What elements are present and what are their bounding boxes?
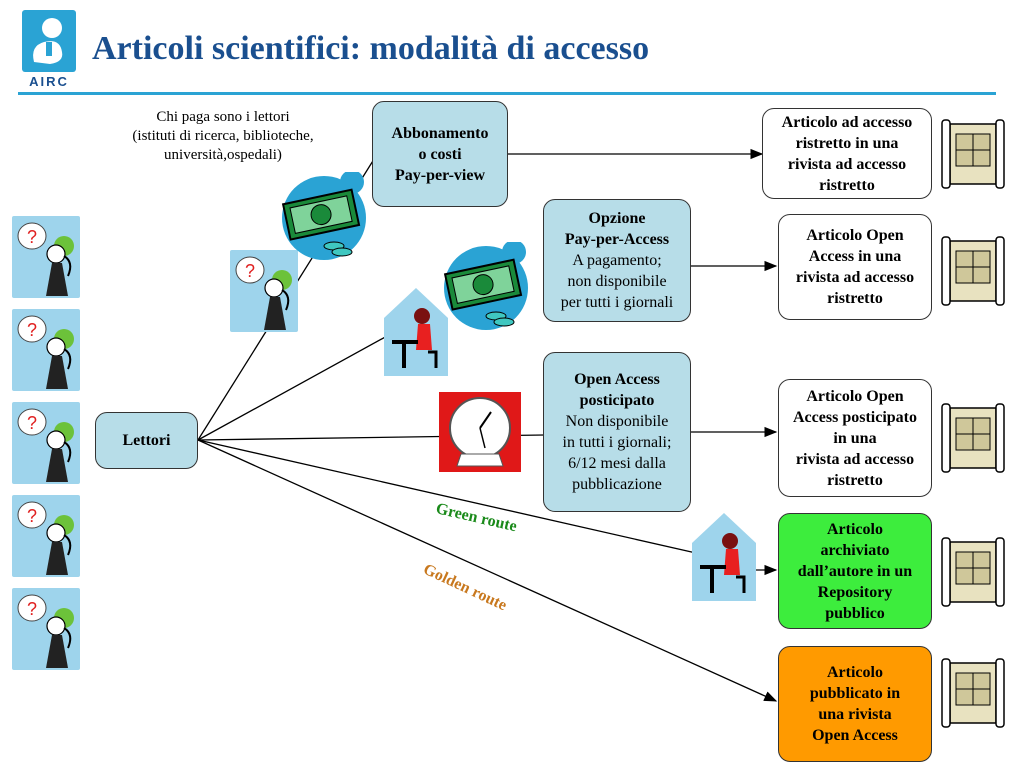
clock-icon [439, 392, 521, 472]
thinking-person-icon: ? [12, 588, 80, 670]
house-person-icon [692, 513, 756, 601]
oaj-line-4: Open Access [812, 727, 898, 744]
title-divider [18, 92, 996, 95]
airc-logo [20, 8, 78, 90]
scroll-icon [941, 537, 1005, 607]
reader-icon-5: ? [12, 588, 80, 675]
delayed-line-6: pubblicazione [572, 476, 662, 493]
repo-line-1: Articolo [827, 520, 883, 538]
ppa-line-1: Opzione [588, 210, 646, 227]
reader-icon-4: ? [12, 495, 80, 582]
ppa-line-5: per tutti i giornali [560, 294, 674, 311]
house-person-icon [384, 288, 448, 376]
outcome-restricted-box: Articolo ad accesso ristretto in una riv… [762, 108, 932, 199]
repo-line-4: Repository [817, 583, 893, 601]
svg-text:?: ? [27, 413, 37, 433]
delayed-line-2: posticipato [579, 392, 655, 409]
svg-text:?: ? [27, 227, 37, 247]
od-line-4: rivista ad accesso [795, 450, 915, 468]
author-house-icon-1 [384, 288, 448, 381]
money-icon-top [278, 170, 370, 267]
page-title: Articoli scientifici: modalità di access… [92, 30, 650, 67]
outcome-open-in-restricted-box: Articolo Open Access in una rivista ad a… [778, 214, 932, 320]
money-icon-mid [440, 240, 532, 337]
thinking-person-icon: ? [12, 216, 80, 298]
delayed-line-3: Non disponibile [565, 413, 669, 430]
repo-line-5: pubblico [825, 604, 885, 622]
scroll-icon-2 [940, 233, 1006, 314]
reader-icon-1: ? [12, 216, 80, 303]
delayed-line-4: in tutti i giornali; [562, 434, 672, 451]
scroll-icon-4 [940, 534, 1006, 615]
reader-icon-middle: ? [230, 250, 298, 337]
svg-text:?: ? [27, 506, 37, 526]
money-icon [281, 170, 366, 260]
restricted-line-1: Articolo ad accesso [781, 113, 913, 131]
subscription-line-1: Abbonamento [391, 124, 489, 142]
ppa-line-4: non disponibile [567, 273, 667, 290]
restricted-line-2: ristretto in una [795, 134, 899, 152]
od-line-3: in una [833, 429, 877, 447]
subscription-line-3: Pay-per-view [394, 166, 486, 184]
oaj-line-1: Articolo [827, 664, 883, 681]
oir-line-2: Access in una [808, 248, 902, 265]
svg-text:?: ? [245, 261, 255, 281]
readers-label: Lettori [122, 432, 171, 449]
payer-note: Chi paga sono i lettori (istituti di ric… [108, 108, 338, 165]
thinking-person-icon: ? [12, 402, 80, 484]
outcome-oa-journal-box: Articolo pubblicato in una rivista Open … [778, 646, 932, 762]
subscription-box: Abbonamento o costi Pay-per-view [372, 101, 508, 207]
oir-line-4: ristretto [827, 290, 883, 307]
od-line-1: Articolo Open [806, 387, 904, 405]
note-line-3: università,ospedali) [164, 147, 282, 163]
note-line-1: Chi paga sono i lettori [156, 109, 290, 125]
scroll-icon [941, 236, 1005, 306]
scroll-icon-5 [940, 655, 1006, 736]
ppa-line-3: A pagamento; [572, 252, 662, 269]
link-readers-payperaccess [197, 329, 399, 441]
pay-per-access-box: Opzione Pay-per-Access A pagamento; non … [543, 199, 691, 322]
logo-text: AIRC [29, 74, 69, 89]
delayed-line-1: Open Access [574, 371, 660, 388]
thinking-person-icon: ? [12, 495, 80, 577]
reader-icon-2: ? [12, 309, 80, 396]
subscription-line-2: o costi [418, 145, 462, 163]
scroll-icon [941, 658, 1005, 728]
scroll-icon [941, 119, 1005, 189]
note-line-2: (istituti di ricerca, biblioteche, [132, 128, 314, 144]
oir-line-3: rivista ad accesso [795, 269, 915, 286]
money-icon [443, 240, 528, 330]
oir-line-1: Articolo Open [806, 227, 904, 244]
oaj-line-3: una rivista [818, 706, 892, 723]
restricted-line-3: rivista ad accesso [787, 155, 907, 173]
author-house-icon-2 [692, 513, 756, 606]
link-readers-green [197, 439, 697, 554]
oaj-line-2: pubblicato in [809, 685, 901, 702]
scroll-icon-3 [940, 400, 1006, 481]
restricted-line-4: ristretto [819, 176, 875, 194]
svg-text:?: ? [27, 320, 37, 340]
scroll-icon [941, 403, 1005, 473]
outcome-repository-box: Articolo archiviato dall’autore in un Re… [778, 513, 932, 629]
delayed-line-5: 6/12 mesi dalla [568, 455, 666, 472]
scroll-icon-1 [940, 116, 1006, 197]
svg-text:?: ? [27, 599, 37, 619]
thinking-person-icon: ? [230, 250, 298, 332]
reader-icon-3: ? [12, 402, 80, 489]
od-line-2: Access posticipato [793, 408, 917, 426]
ppa-line-2: Pay-per-Access [564, 231, 670, 248]
readers-box: Lettori [95, 412, 198, 469]
thinking-person-icon: ? [12, 309, 80, 391]
repo-line-3: dall’autore in un [797, 562, 913, 580]
outcome-delayed-box: Articolo Open Access posticipato in una … [778, 379, 932, 497]
od-line-5: ristretto [827, 471, 883, 489]
delayed-oa-box: Open Access posticipato Non disponibile … [543, 352, 691, 512]
repo-line-2: archiviato [820, 541, 890, 559]
link-readers-golden [197, 439, 778, 702]
clock-icon-wrap [439, 392, 521, 477]
